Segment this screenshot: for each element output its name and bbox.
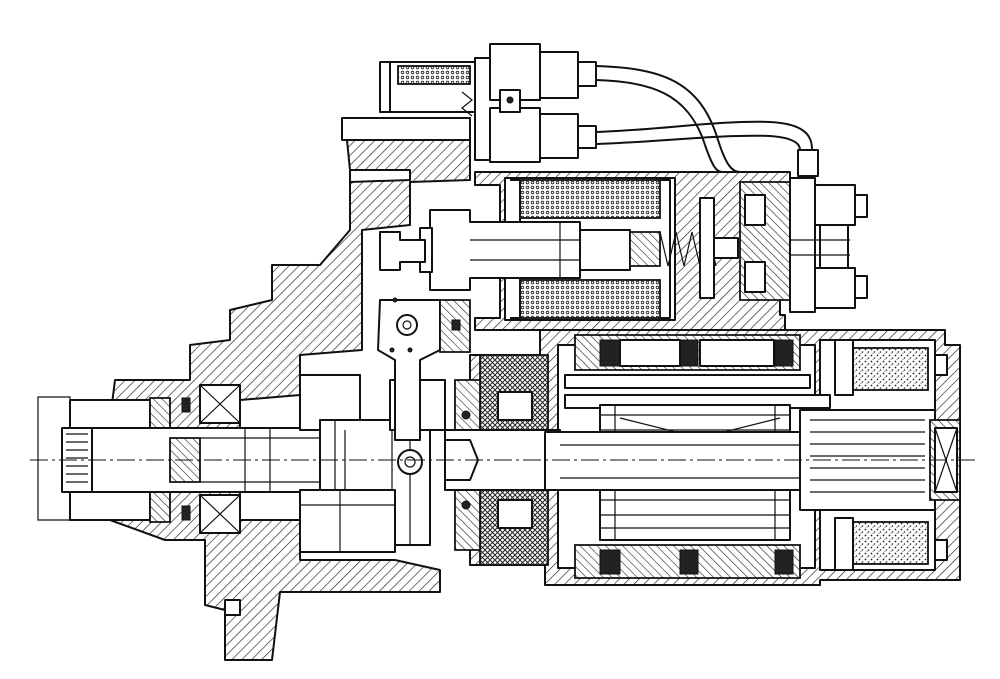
brush-holder	[834, 339, 948, 571]
cable-connectors	[379, 43, 597, 163]
return-spring	[629, 197, 739, 299]
wire-harness	[595, 65, 819, 177]
shift-lever	[377, 297, 471, 441]
pinion-shaft	[61, 374, 446, 553]
plunger	[379, 209, 631, 291]
solenoid-coil	[510, 179, 671, 319]
contact-terminals	[739, 177, 868, 313]
field-pole	[574, 334, 801, 579]
